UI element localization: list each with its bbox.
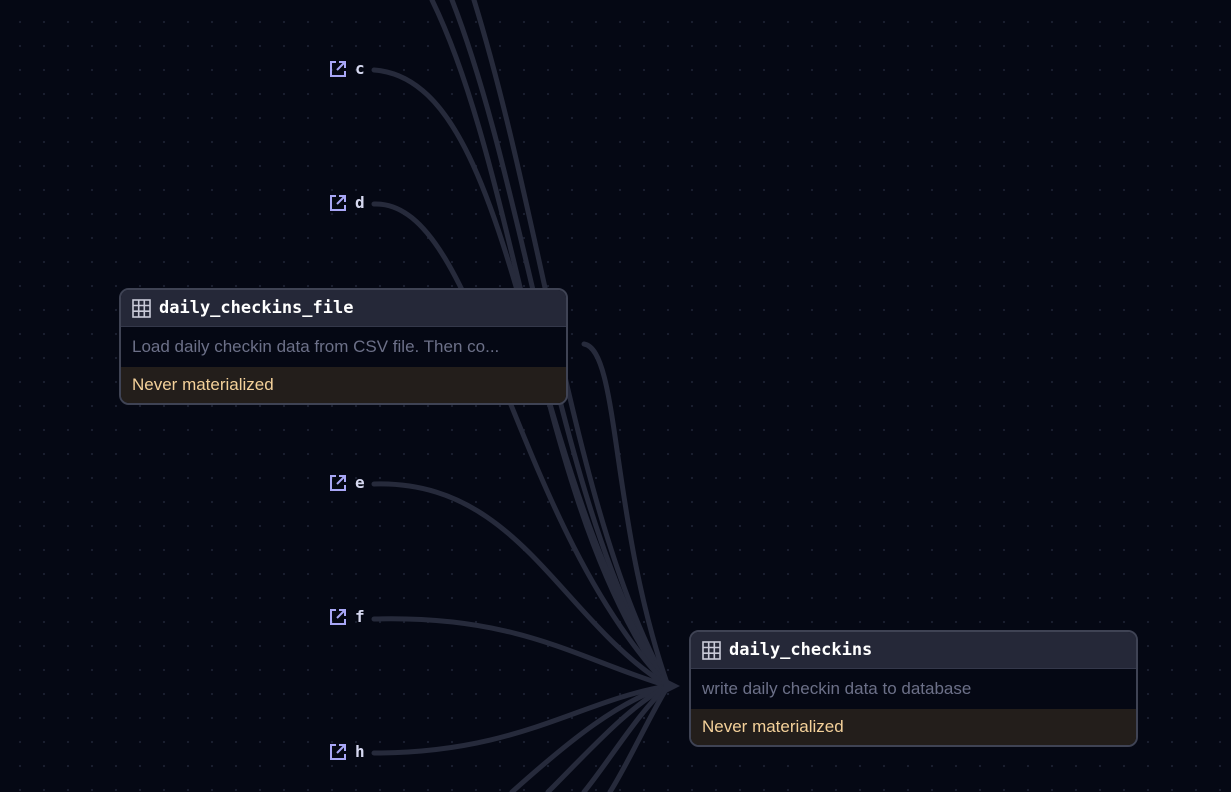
asset-link-f[interactable]: f	[329, 607, 365, 626]
asset-node-status: Never materialized	[691, 709, 1136, 745]
asset-link-h[interactable]: h	[329, 742, 365, 761]
asset-node-description: write daily checkin data to database	[702, 679, 972, 698]
asset-link-e[interactable]: e	[329, 473, 365, 492]
asset-link-d[interactable]: d	[329, 193, 365, 212]
edge-h	[371, 683, 671, 756]
asset-node-description: Load daily checkin data from CSV file. T…	[132, 337, 500, 356]
asset-link-c[interactable]: c	[329, 59, 365, 78]
edge-daily-checkins-file	[581, 341, 671, 689]
asset-node-title: daily_checkins	[729, 640, 873, 660]
asset-node-status: Never materialized	[121, 367, 566, 403]
asset-link-label: f	[355, 607, 365, 626]
edge	[607, 683, 671, 792]
open-external-icon	[330, 743, 346, 760]
asset-node-title: daily_checkins_file	[159, 298, 354, 318]
edge-e	[371, 481, 671, 689]
edge	[581, 683, 671, 792]
table-icon	[702, 640, 721, 660]
asset-node-header: daily_checkins	[691, 632, 1136, 669]
edge-f	[371, 616, 671, 689]
open-external-icon	[330, 60, 346, 77]
asset-link-label: c	[355, 59, 365, 78]
asset-link-label: d	[355, 193, 365, 212]
open-external-icon	[330, 194, 346, 211]
asset-node-daily-checkins-file[interactable]: daily_checkins_file Load daily checkin d…	[119, 288, 568, 405]
asset-link-label: e	[355, 473, 365, 492]
asset-node-daily-checkins[interactable]: daily_checkins write daily checkin data …	[689, 630, 1138, 747]
edge-arrowhead	[660, 676, 680, 696]
edge	[509, 683, 671, 792]
open-external-icon	[330, 608, 346, 625]
asset-node-header: daily_checkins_file	[121, 290, 566, 327]
open-external-icon	[330, 474, 346, 491]
table-icon	[132, 298, 151, 318]
asset-link-label: h	[355, 742, 365, 761]
edge	[545, 683, 671, 792]
